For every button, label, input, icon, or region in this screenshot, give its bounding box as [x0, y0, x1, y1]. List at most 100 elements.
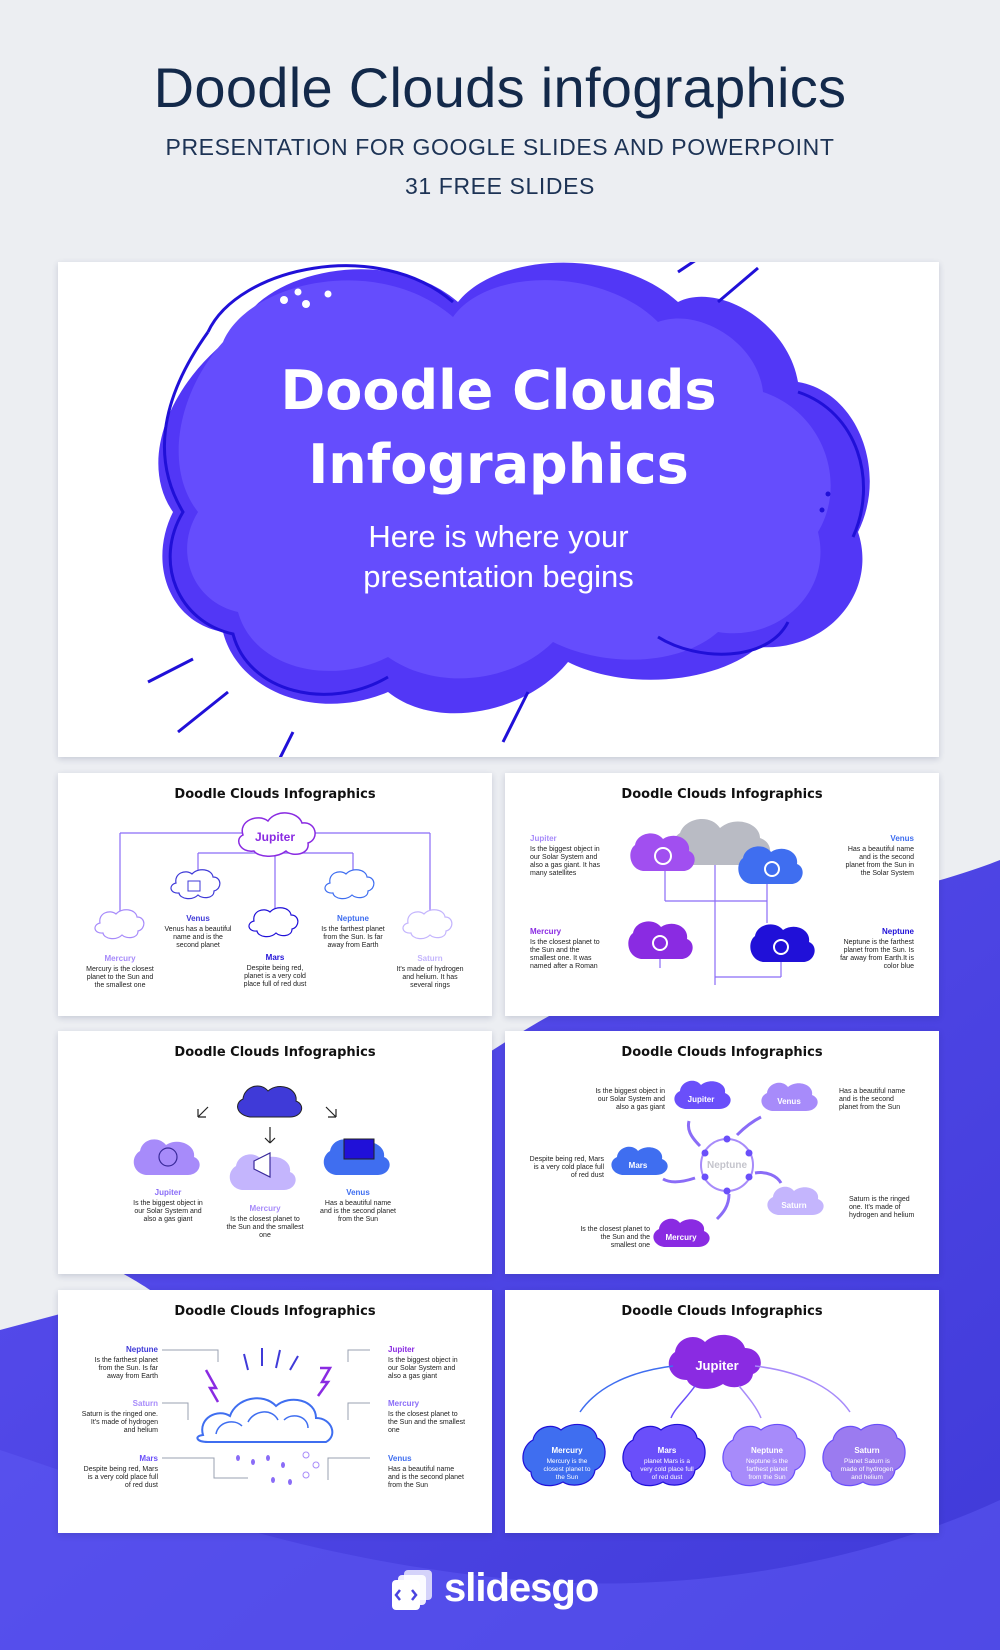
three-cloud-diagram: Jupiter Is the biggest object in our Sol…: [133, 1085, 396, 1239]
item-text: Has a beautiful name: [325, 1200, 391, 1207]
slide-title: Doodle Clouds Infographics: [621, 787, 823, 802]
hero-tagline-line1: Here is where your: [368, 519, 629, 554]
item-name: Saturn: [133, 1399, 158, 1408]
item-text: planet from the Sun: [839, 1104, 900, 1111]
cloud-label: Saturn: [781, 1201, 806, 1210]
item-text: far away from Earth.It is: [840, 955, 914, 962]
item-text: and helium. It has: [402, 974, 458, 981]
slide-title: Doodle Clouds Infographics: [174, 1045, 376, 1060]
item-text: Has a beautiful name: [839, 1088, 905, 1095]
item-text: our Solar System and: [530, 854, 597, 861]
item-text: Is the farthest planet: [321, 926, 384, 933]
item-text: also a gas giant. It has: [530, 862, 601, 869]
item-text: of red dust: [125, 1482, 158, 1489]
item-text: Mercury is the: [547, 1458, 588, 1465]
item-text: It's made of hydrogen: [396, 966, 463, 973]
item-text: planet is a very cold: [244, 973, 306, 980]
item-text: Is the closest planet to: [388, 1411, 458, 1418]
item-text: and is the second: [859, 854, 914, 861]
item-text: away from Earth: [328, 942, 379, 949]
item-text: Is the biggest object in: [388, 1357, 458, 1364]
item-text: planet from the Sun. Is: [844, 947, 915, 954]
center-label: Neptune: [707, 1160, 747, 1171]
item-name: Jupiter: [388, 1345, 415, 1354]
item-name: Neptune: [882, 927, 915, 936]
item-text: planet to the Sun and: [87, 974, 154, 981]
item-name: Venus: [388, 1454, 412, 1463]
item-text: from the Sun. Is far: [98, 1365, 158, 1372]
slide-thumbnail-4[interactable]: Doodle Clouds Infographics Neptune Jupit…: [505, 1031, 939, 1274]
item-text: the Solar System: [861, 870, 914, 877]
item-text: Is the closest planet to: [530, 939, 600, 946]
four-cloud-diagram: Jupiter Mercury Mercury is the closest p…: [522, 1334, 906, 1487]
item-text: one: [388, 1427, 400, 1434]
item-name: Venus: [346, 1188, 370, 1197]
item-name: Neptune: [751, 1446, 784, 1455]
cloud-label: Mars: [629, 1161, 648, 1170]
slide-thumbnail-5[interactable]: Doodle Clouds Infographics Neptune Is th…: [58, 1290, 492, 1533]
hierarchy-diagram: Jupiter Mercury Mercury is the closest p…: [86, 812, 464, 989]
item-text: and is the second: [839, 1096, 894, 1103]
item-text: the Sun and the smallest: [226, 1224, 303, 1231]
cloud-cluster-diagram: Jupiter Is the biggest object in our Sol…: [530, 818, 915, 985]
item-text: Is the biggest object in: [595, 1088, 665, 1095]
slide-title: Doodle Clouds Infographics: [621, 1045, 823, 1060]
item-text: away from Earth: [107, 1373, 158, 1380]
item-text: several rings: [410, 982, 450, 989]
hero-tagline-line2: presentation begins: [363, 559, 634, 594]
center-label: Jupiter: [255, 830, 295, 844]
slidesgo-icon: [392, 1570, 432, 1610]
item-text: Saturn is the ringed: [849, 1196, 910, 1203]
item-name: Jupiter: [530, 834, 557, 843]
item-name: Mercury: [104, 954, 136, 963]
slide-thumbnail-2[interactable]: Doodle Clouds Infographics Jupiter Is th…: [505, 773, 939, 1016]
brand-name: slidesgo: [444, 1566, 599, 1610]
item-text: the Sun and the: [530, 947, 580, 954]
item-text: also a gas giant: [616, 1104, 665, 1111]
item-name: Venus: [890, 834, 914, 843]
item-text: one: [259, 1232, 271, 1239]
item-text: Neptune is the farthest: [844, 939, 914, 946]
hero-slide[interactable]: Doodle Clouds Infographics Here is where…: [58, 262, 939, 757]
item-text: made of hydrogen: [841, 1466, 894, 1473]
item-text: very cold place full: [640, 1466, 694, 1473]
item-text: many satellites: [530, 870, 577, 877]
item-text: Is the farthest planet: [95, 1357, 158, 1364]
item-text: Venus has a beautiful: [165, 926, 232, 933]
item-name: Mercury: [530, 927, 562, 936]
item-text: the Sun and the: [601, 1234, 651, 1241]
slide-title: Doodle Clouds Infographics: [621, 1304, 823, 1319]
item-text: the Sun and the smallest: [388, 1419, 465, 1426]
item-text: hydrogen and helium: [849, 1212, 915, 1219]
hero-cloud-illustration: [147, 262, 870, 757]
cloud-label: Jupiter: [688, 1095, 715, 1104]
item-text: closest planet to: [544, 1466, 591, 1473]
item-text: Saturn is the ringed one.: [82, 1411, 158, 1418]
center-label: Jupiter: [695, 1358, 738, 1373]
item-name: Mars: [266, 953, 285, 962]
item-text: place full of red dust: [244, 981, 307, 988]
item-text: and helium: [124, 1427, 158, 1434]
item-text: It's made of hydrogen: [91, 1419, 158, 1426]
slide-thumbnail-1[interactable]: Doodle Clouds Infographics Jupiter Mercu…: [58, 773, 492, 1016]
item-name: Jupiter: [155, 1188, 182, 1197]
item-text: also a gas giant: [388, 1373, 437, 1380]
item-name: Neptune: [337, 914, 370, 923]
item-text: name and is the: [173, 934, 223, 941]
cloud-label: Venus: [777, 1097, 801, 1106]
item-text: of red dust: [571, 1172, 604, 1179]
item-name: Mars: [139, 1454, 158, 1463]
item-text: smallest one: [611, 1242, 650, 1249]
slide-thumbnail-6[interactable]: Doodle Clouds Infographics Jupiter Mercu…: [505, 1290, 939, 1533]
item-text: is a very cold place full: [88, 1474, 159, 1481]
slide-thumbnail-3[interactable]: Doodle Clouds Infographics Jupiter Is th…: [58, 1031, 492, 1274]
slide-title: Doodle Clouds Infographics: [174, 787, 376, 802]
item-name: Mercury: [551, 1446, 583, 1455]
hero-title-line1: Doodle Clouds: [280, 359, 717, 422]
item-text: farthest planet: [746, 1466, 787, 1473]
cloud-label: Mercury: [665, 1233, 697, 1242]
item-text: Is the closest planet to: [580, 1226, 650, 1233]
hero-tagline: Here is where your presentation begins: [58, 517, 939, 597]
slidesgo-logo[interactable]: slidesgo: [392, 1566, 612, 1614]
item-text: the Sun: [556, 1474, 579, 1481]
